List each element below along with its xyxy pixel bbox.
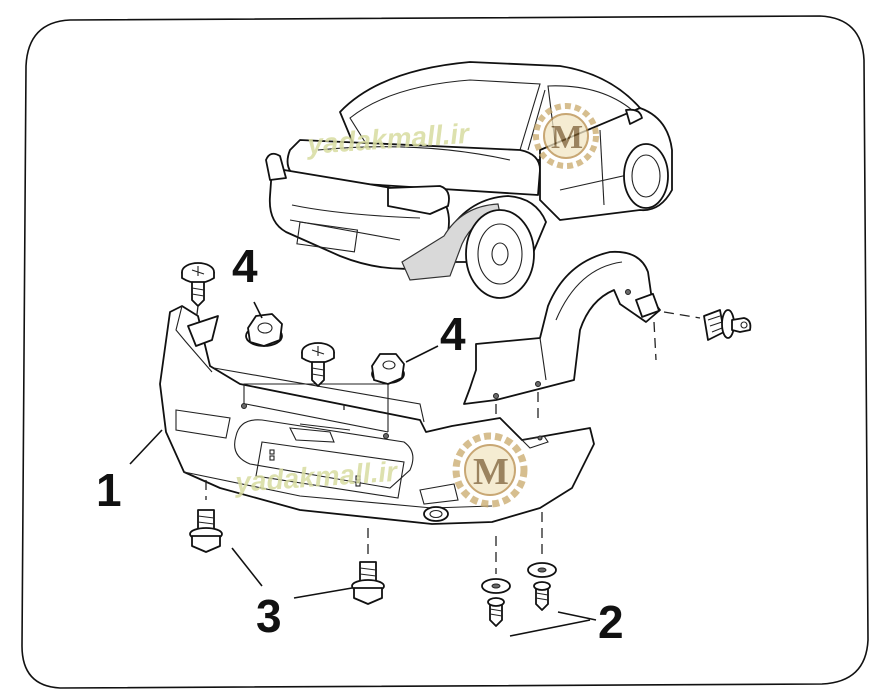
washer-screw-right: [527, 512, 557, 611]
push-clip: [663, 309, 752, 341]
logo-gear-icon: M: [452, 432, 528, 508]
logo-letter-top: M: [551, 119, 583, 156]
washer-screw-left: [481, 536, 511, 627]
callout-2: 2: [598, 596, 624, 648]
callout-4-right: 4: [440, 308, 466, 360]
logo-letter-middle: M: [473, 451, 509, 493]
hex-bolt-left: [189, 480, 223, 553]
torx-bolt-top-left: [181, 262, 215, 323]
logo-gear-icon: M: [533, 103, 599, 169]
torx-bolt-center: [301, 342, 335, 387]
diagram-frame: [21, 15, 869, 689]
hex-bolt-center: [351, 528, 385, 605]
wheel-arch-liner: [463, 250, 661, 405]
callout-1: 1: [96, 464, 122, 516]
flange-nut-right: [371, 353, 405, 385]
flange-nut-top: [245, 313, 283, 347]
callout-4-top: 4: [232, 240, 258, 292]
callout-3: 3: [256, 590, 282, 642]
